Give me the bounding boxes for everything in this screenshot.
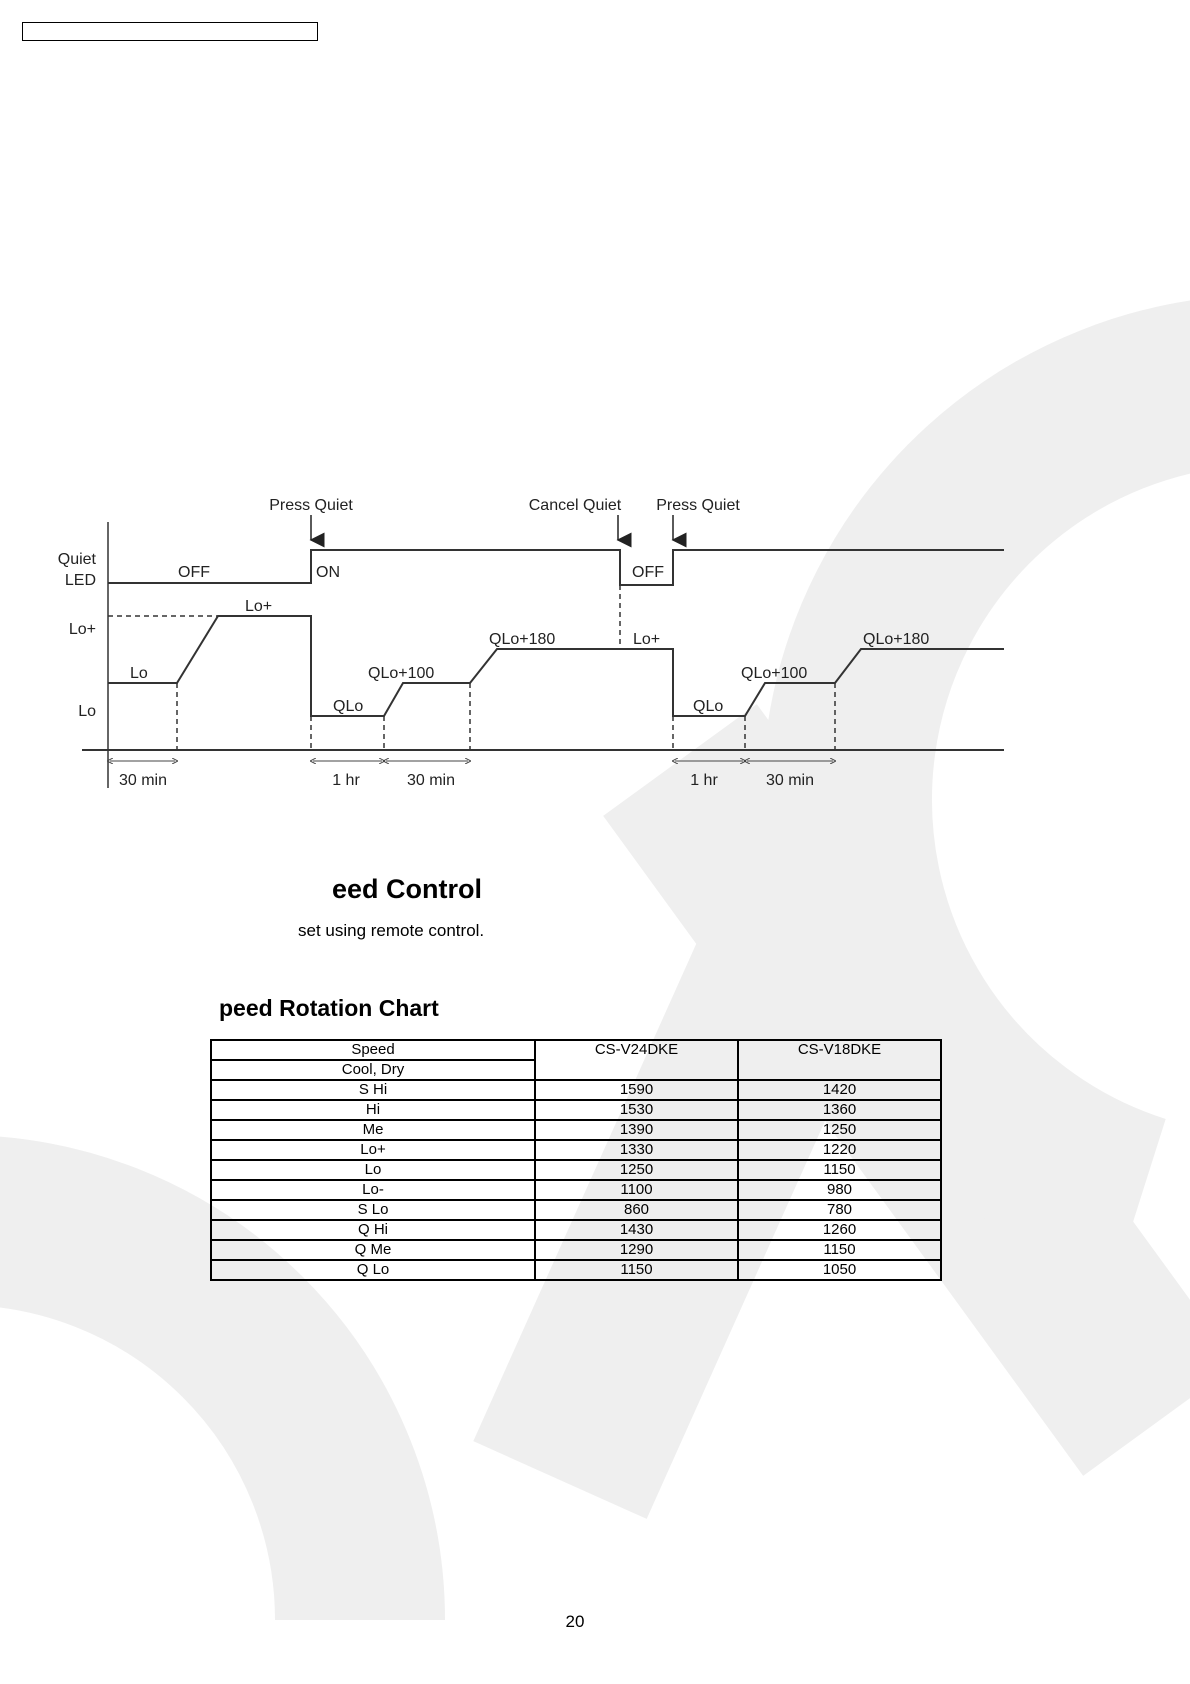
section-text: set using remote control.	[298, 921, 485, 940]
chart-title: peed Rotation Chart	[219, 995, 439, 1021]
press-quiet-2-label: Press Quiet	[656, 497, 740, 514]
speed-rotation-table: Speed CS-V24DKE CS-V18DKE Cool, Dry S Hi…	[210, 1039, 942, 1281]
quiet-timing-diagram: Quiet LED Lo+ Lo Press Quiet Cancel Quie…	[58, 497, 1004, 789]
header-box	[22, 22, 318, 41]
dur-1hr-2-label: 1 hr	[690, 772, 718, 789]
led-off-2-label: OFF	[632, 564, 664, 581]
mode-header: Cool, Dry	[210, 1059, 536, 1081]
seg-qlo100-1-label: QLo+100	[368, 665, 434, 682]
dur-30min-2-label: 30 min	[407, 772, 455, 789]
seg-qlo-2-label: QLo	[693, 698, 723, 715]
led-line	[108, 549, 1004, 586]
level-lo-plus-label: Lo+	[69, 621, 96, 638]
dur-30min-3-label: 30 min	[766, 772, 814, 789]
speed-header: Speed	[210, 1039, 536, 1061]
fan-speed-line	[108, 615, 1004, 717]
led-label: LED	[65, 572, 96, 589]
press-quiet-1-label: Press Quiet	[269, 497, 353, 514]
page-number: 20	[565, 1612, 585, 1631]
seg-lo-plus-1-label: Lo+	[245, 598, 272, 615]
model-2-header: CS-V18DKE	[737, 1039, 942, 1081]
seg-qlo100-2-label: QLo+100	[741, 665, 807, 682]
seg-qlo180-2-label: QLo+180	[863, 631, 929, 648]
quiet-label: Quiet	[58, 551, 97, 568]
seg-lo-plus-2-label: Lo+	[633, 631, 660, 648]
led-off-1-label: OFF	[178, 564, 210, 581]
seg-lo-label: Lo	[130, 665, 148, 682]
seg-qlo-1-label: QLo	[333, 698, 363, 715]
section-title: eed Control	[332, 874, 483, 904]
dur-30min-1-label: 30 min	[119, 772, 167, 789]
dur-1hr-1-label: 1 hr	[332, 772, 360, 789]
led-on-label: ON	[316, 564, 340, 581]
cancel-quiet-label: Cancel Quiet	[529, 497, 622, 514]
model-1-header: CS-V24DKE	[534, 1039, 739, 1081]
level-lo-label: Lo	[78, 703, 96, 720]
seg-qlo180-1-label: QLo+180	[489, 631, 555, 648]
